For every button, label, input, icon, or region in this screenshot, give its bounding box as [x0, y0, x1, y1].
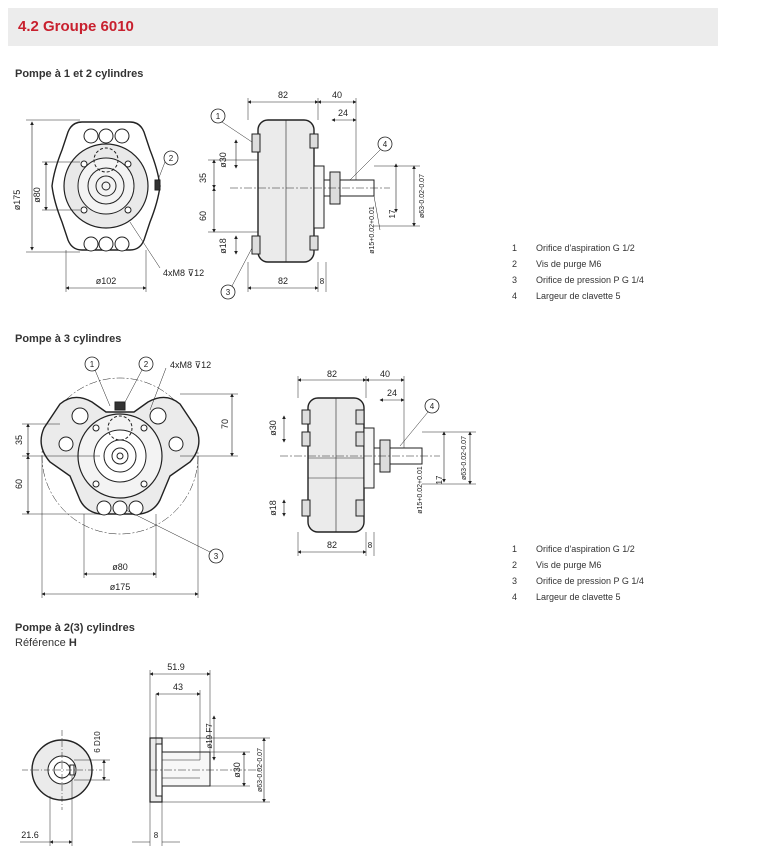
dim-d102: ø102	[96, 276, 117, 286]
drawing-2-front-view	[22, 356, 238, 598]
dim-w43: 43	[173, 682, 183, 692]
drawing-1-side-view	[208, 98, 420, 300]
callout-2-b: 2	[144, 360, 149, 369]
dim-w82-bot-1: 82	[278, 276, 288, 286]
callout-4: 4	[383, 140, 388, 149]
dim-d175-2: ø175	[110, 582, 131, 592]
dim-w8-1: 8	[320, 277, 325, 286]
reference-label: Référence H	[15, 637, 77, 649]
dim-w51-9: 51.9	[167, 662, 185, 672]
callout-1-b: 1	[90, 360, 95, 369]
dim-v35-2: 35	[14, 435, 24, 445]
dim-v17-2: 17	[435, 475, 444, 484]
callout-3-b: 3	[214, 552, 219, 561]
dim-v60-1: 60	[198, 211, 208, 221]
dim-d15-2: ø15+0.02+0.01	[417, 466, 424, 514]
callout-2: 2	[169, 154, 174, 163]
dim-d63-1: ø63-0.02-0.07	[419, 174, 426, 218]
bolt-spec-2: 4xM8 ⊽12	[170, 360, 211, 370]
drawing-2-side-view	[280, 376, 476, 556]
callout-3: 3	[226, 288, 231, 297]
dim-w24-2: 24	[387, 388, 397, 398]
callout-1: 1	[216, 112, 221, 121]
dim-w82-bot-2: 82	[327, 540, 337, 550]
dim-d19-f7: ø19 F7	[205, 723, 214, 749]
dim-d80-2: ø80	[112, 562, 128, 572]
drawing-3-front-view	[20, 730, 110, 846]
drawing-3-side-view	[132, 670, 270, 846]
dim-d30-3: ø30	[232, 762, 242, 778]
dim-d15-1: ø15+0.02+0.01	[369, 206, 376, 254]
dim-v60-2: 60	[14, 479, 24, 489]
dim-d80-1: ø80	[32, 187, 42, 203]
dim-d30-1: ø30	[218, 152, 228, 168]
dim-w21-6: 21.6	[21, 830, 39, 840]
dim-w8-2: 8	[368, 541, 373, 550]
dim-w40-1: 40	[332, 90, 342, 100]
dim-v6-d10: 6 D10	[93, 731, 102, 753]
dim-d30-2: ø30	[268, 420, 278, 436]
section-title-2-3-cylinders: Pompe à 2(3) cylindres	[15, 622, 135, 634]
section-title-3-cylinders: Pompe à 3 cylindres	[15, 333, 122, 345]
dim-d63-2: ø63-0.02-0.07	[461, 436, 468, 480]
dim-w82-top-2: 82	[327, 369, 337, 379]
dim-w82-top-1: 82	[278, 90, 288, 100]
dim-v17-1: 17	[388, 209, 397, 218]
reference-code: H	[68, 637, 77, 649]
drawing-1-front-view	[26, 119, 179, 292]
dim-w40-2: 40	[380, 369, 390, 379]
dim-d175-1: ø175	[12, 190, 22, 211]
dim-d18-2: ø18	[268, 500, 278, 516]
dim-w8-3: 8	[154, 831, 159, 840]
bolt-spec-1: 4xM8 ⊽12	[163, 268, 204, 278]
dim-v70-2: 70	[220, 419, 230, 429]
dim-v35-1: 35	[198, 173, 208, 183]
section-header: 4.2 Groupe 6010	[8, 8, 718, 46]
dim-d18-1: ø18	[218, 238, 228, 254]
dim-w24-1: 24	[338, 108, 348, 118]
section-title-1-2-cylinders: Pompe à 1 et 2 cylindres	[15, 68, 144, 80]
page-title: 4.2 Groupe 6010	[18, 18, 134, 35]
callout-4-b: 4	[430, 402, 435, 411]
dim-d63-3: ø63-0.02-0.07	[257, 748, 264, 792]
